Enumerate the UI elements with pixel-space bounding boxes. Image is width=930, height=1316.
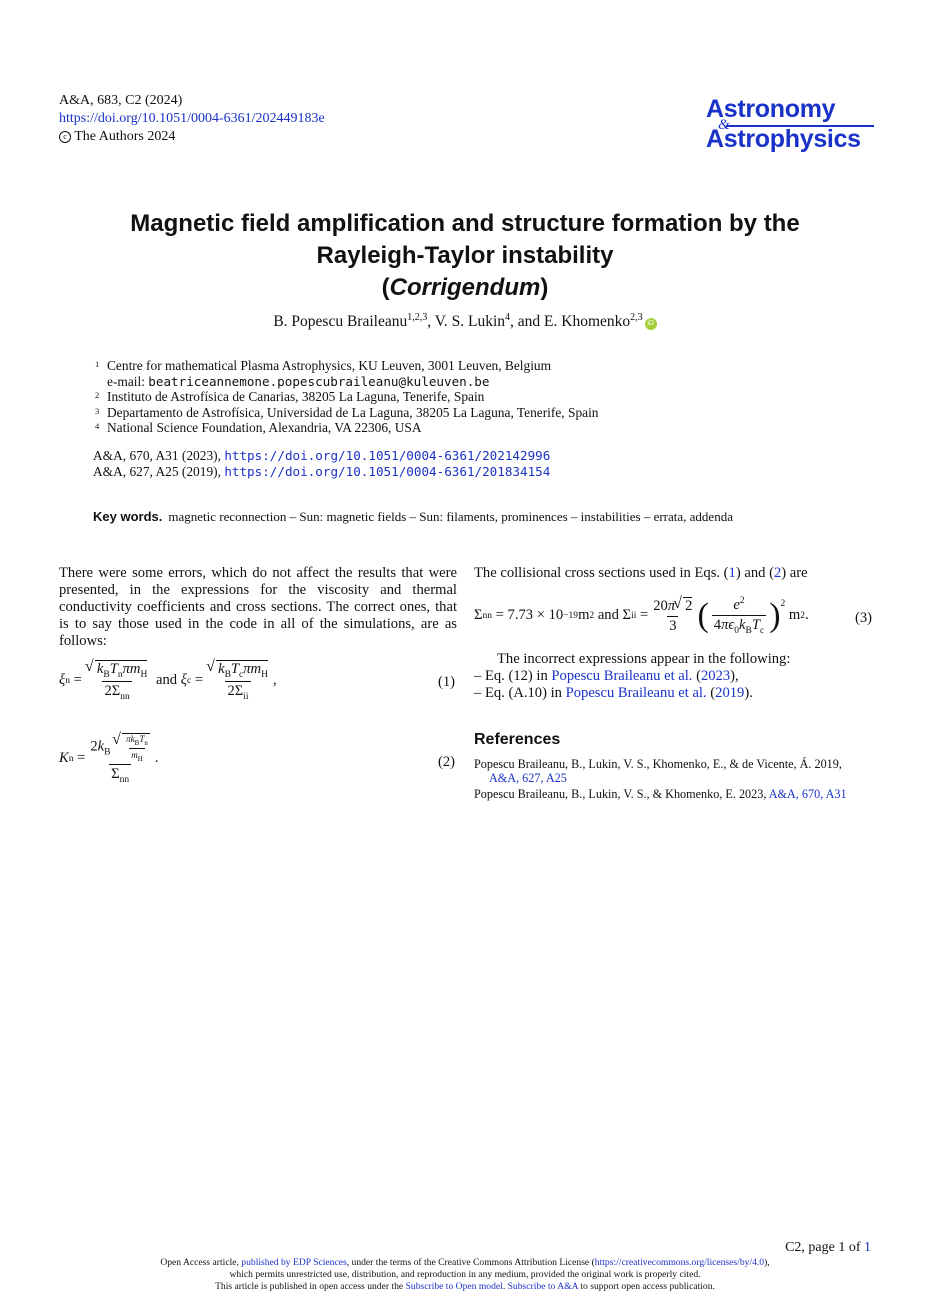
logo-ampersand: & [718,117,730,133]
journal-reference: A&A, 683, C2 (2024) [59,93,183,108]
equation-2-number: (2) [438,754,456,770]
incorrect-expressions-intro: The incorrect expressions appear in the … [497,651,791,667]
keywords: Key words.magnetic reconnection – Sun: m… [93,509,733,524]
journal-logo[interactable]: Astronomy & Astrophysics [706,95,876,155]
logo-rule [726,125,874,127]
copyright-line: c The Authors 2024 [59,128,325,146]
citation-link-2019[interactable]: Popescu Braileanu et al. [565,685,707,701]
email-address[interactable]: beatriceannemone.popescubraileanu@kuleuv… [148,373,490,389]
subscribe-to-aa-link[interactable]: Subscribe to A&A [507,1281,578,1292]
cross-section-intro: The collisional cross sections used in E… [474,565,808,581]
reference-link-2019[interactable]: A&A, 627, A25 [489,770,567,785]
cc-license-link[interactable]: https://creativecommons.org/licenses/by/… [594,1257,765,1268]
eq1-link[interactable]: 1 [728,565,736,581]
citation-link-2023[interactable]: Popescu Braileanu et al. [551,668,693,684]
subscribe-to-open-link[interactable]: Subscribe to Open model [405,1281,503,1292]
reference-entry: Popescu Braileanu, B., Lukin, V. S., Kho… [474,757,842,785]
logo-astrophysics: Astrophysics [706,125,861,153]
original-doi-link-2023[interactable]: https://doi.org/10.1051/0004-6361/202142… [224,448,551,463]
page-total-link[interactable]: 1 [864,1240,871,1255]
page-number: C2, page 1 of 1 [785,1240,871,1255]
list-item: – Eq. (12) in Popescu Braileanu et al. (… [474,668,739,684]
copyright-icon: c [59,131,71,143]
author-list: B. Popescu Braileanu1,2,3, V. S. Lukin4,… [0,312,930,331]
journal-header: A&A, 683, C2 (2024) https://doi.org/10.1… [59,92,325,146]
reference-entry: Popescu Braileanu, B., Lukin, V. S., & K… [474,787,847,802]
paper-title: Magnetic field amplification and structu… [0,208,930,304]
list-item: – Eq. (A.10) in Popescu Braileanu et al.… [474,685,753,701]
orcid-icon[interactable]: iD [644,318,657,331]
original-article-refs: A&A, 670, A31 (2023), https://doi.org/10… [93,448,551,479]
logo-astronomy: Astronomy [706,95,836,123]
incorrect-expressions-list: – Eq. (12) in Popescu Braileanu et al. (… [474,668,753,702]
corrigendum-label: (Corrigendum) [381,274,549,301]
keywords-label: Key words. [93,509,163,524]
citation-year-2023[interactable]: 2023 [700,668,731,684]
reference-link-2023[interactable]: A&A, 670, A31 [768,787,847,802]
equation-3-number: (3) [855,610,873,626]
original-doi-link-2019[interactable]: https://doi.org/10.1051/0004-6361/201834… [224,464,551,479]
references-list: Popescu Braileanu, B., Lukin, V. S., Kho… [474,757,874,805]
eq2-link[interactable]: 2 [773,565,782,581]
edp-sciences-link[interactable]: published by EDP Sciences [241,1257,347,1268]
intro-paragraph: There were some errors, which do not aff… [59,565,457,649]
license-notice: Open Access article, published by EDP Sc… [160,1257,770,1292]
doi-link[interactable]: https://doi.org/10.1051/0004-6361/202449… [59,111,325,126]
equation-1-number: (1) [438,674,456,690]
citation-year-2019[interactable]: 2019 [715,685,745,701]
references-heading: References [474,731,561,748]
affiliation-email: e-mail: beatriceannemone.popescubrailean… [107,373,490,389]
